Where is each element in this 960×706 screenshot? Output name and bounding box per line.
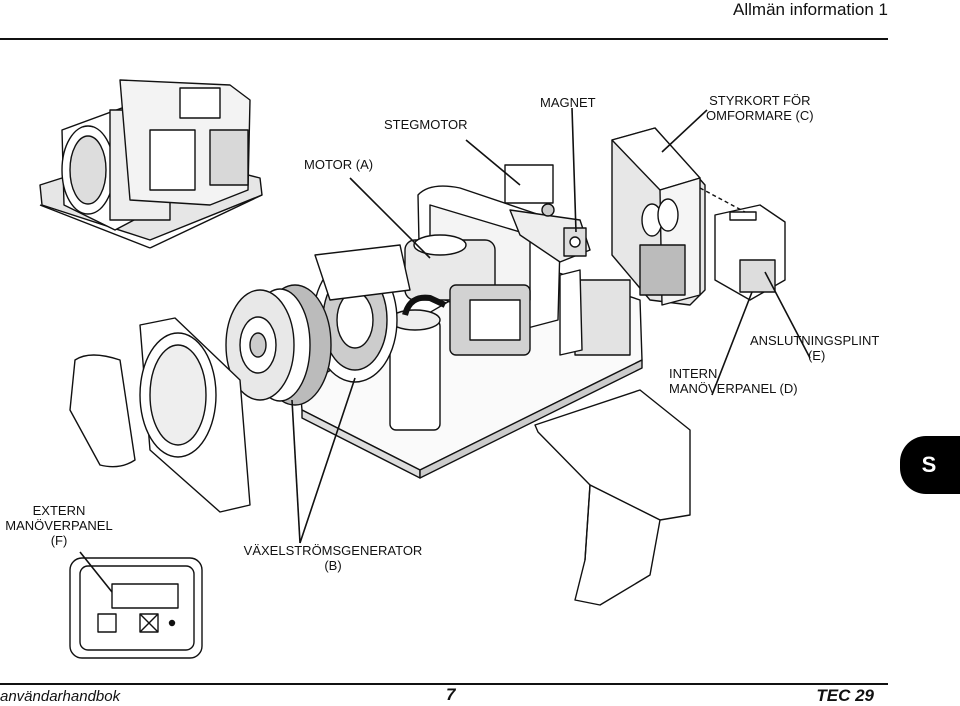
label-terminal-block-line1: ANSLUTNINGSPLINT <box>750 333 880 348</box>
leader-lines <box>79 107 811 593</box>
assembled-generator-thumbnail <box>39 79 263 249</box>
footer-manual-name: användarhandbok <box>0 688 121 705</box>
label-internal-panel: INTERN MANÖVERPANEL (D) <box>669 366 798 396</box>
label-control-board-line2: OMFORMARE (C) <box>706 108 814 123</box>
engine-mount <box>559 269 631 356</box>
label-external-panel-line3: (F) <box>50 533 68 548</box>
label-stepper-motor: STEGMOTOR <box>384 117 468 132</box>
label-magnet: MAGNET <box>540 95 596 110</box>
label-internal-panel-line1: INTERN <box>669 366 718 381</box>
label-motor: MOTOR (A) <box>304 157 374 172</box>
footer-rule <box>0 683 888 685</box>
label-control-board-line1: STYRKORT FÖR <box>709 93 811 108</box>
bottom-cover <box>534 389 691 606</box>
language-tab: S <box>900 436 960 494</box>
label-alternator: VÄXELSTRÖMSGENERATOR (B) <box>240 543 426 573</box>
external-control-panel <box>69 557 203 659</box>
label-alternator-line1: VÄXELSTRÖMSGENERATOR <box>243 543 423 558</box>
label-terminal-block-line2: (E) <box>807 348 826 363</box>
magnet-part <box>563 227 587 257</box>
label-external-panel: EXTERN MANÖVERPANEL (F) <box>0 503 118 548</box>
footer-model: TEC 29 <box>816 686 874 705</box>
fan-housing <box>312 244 411 383</box>
internal-panel <box>714 204 786 301</box>
footer-page-number: 7 <box>446 685 456 704</box>
label-external-panel-line1: EXTERN <box>32 503 86 518</box>
label-alternator-line2: (B) <box>324 558 342 573</box>
control-board <box>611 127 706 306</box>
alternator-rotor <box>225 284 332 406</box>
header-rule <box>0 38 888 40</box>
label-external-panel-line2: MANÖVERPANEL <box>5 518 113 533</box>
label-control-board: STYRKORT FÖR OMFORMARE (C) <box>706 93 814 123</box>
end-plate <box>69 354 136 468</box>
label-terminal-block: ANSLUTNINGSPLINT (E) <box>750 333 879 363</box>
label-internal-panel-line2: MANÖVERPANEL (D) <box>669 381 798 396</box>
page-header-title: Allmän information 1 <box>733 0 888 19</box>
front-cover <box>139 317 251 513</box>
